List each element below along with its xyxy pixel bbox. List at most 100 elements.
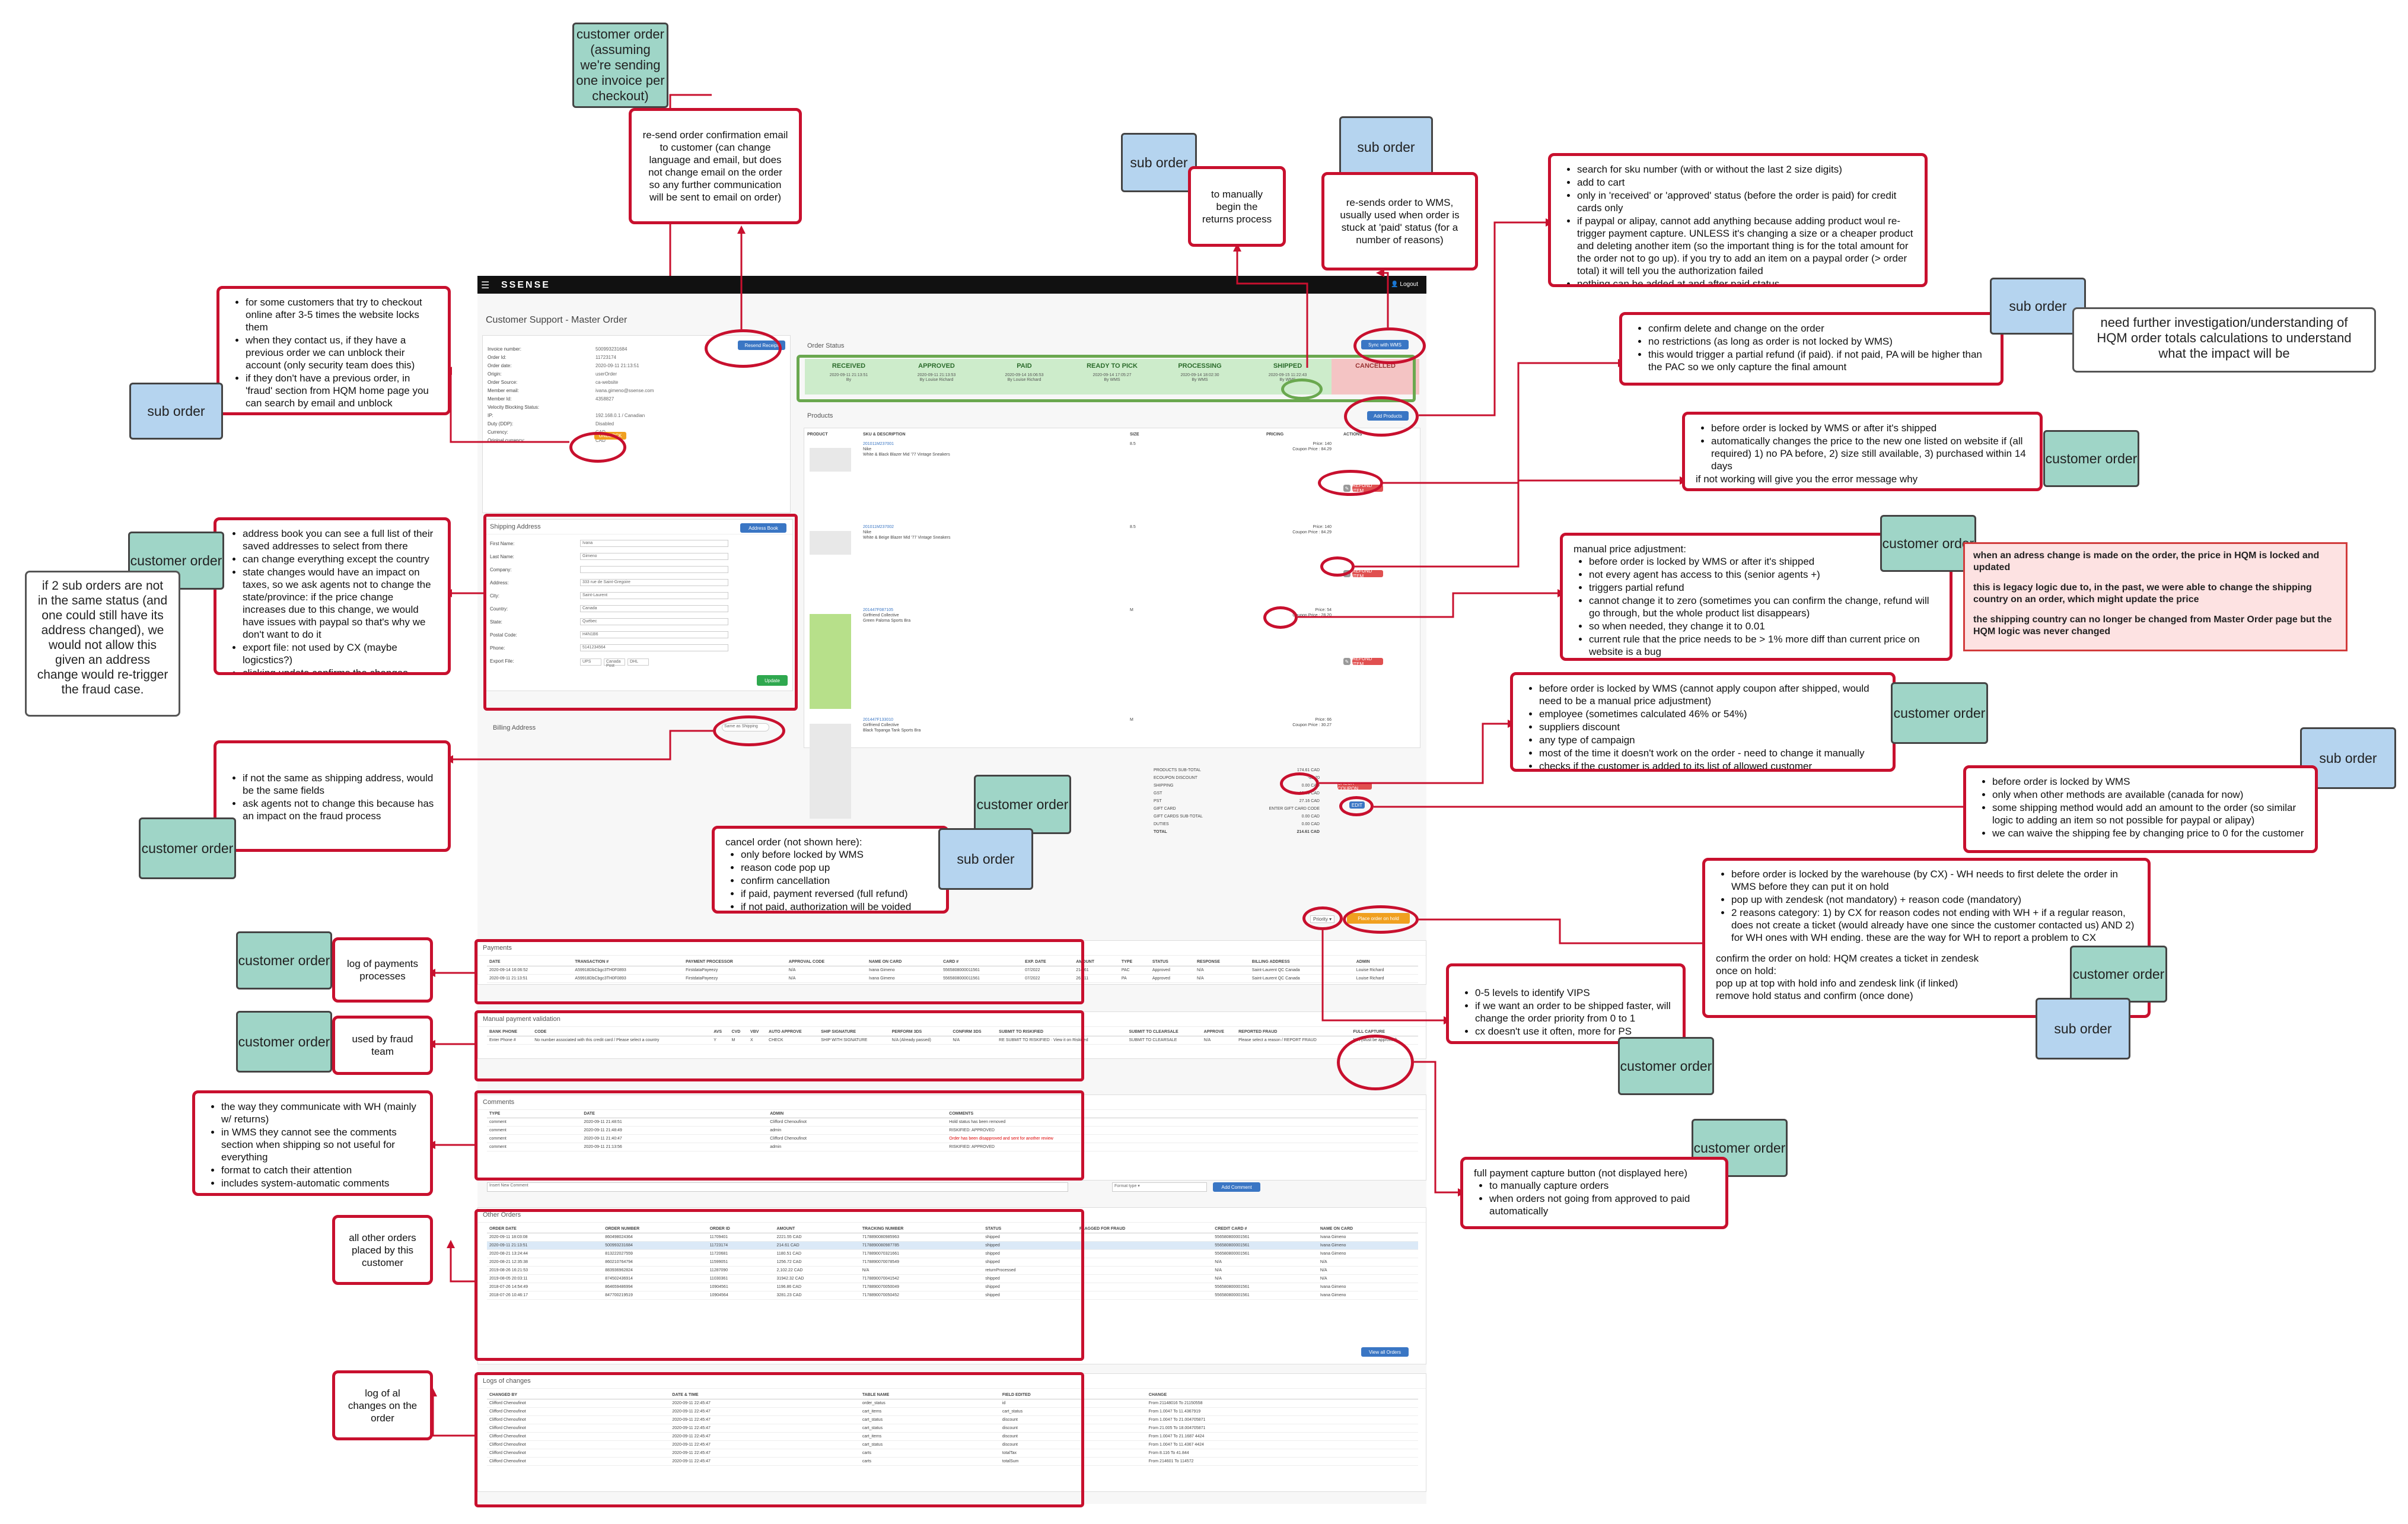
address-input[interactable]: H4N1B6 xyxy=(580,631,728,638)
logout-link[interactable]: 👤 Logout xyxy=(1391,281,1418,288)
product-column-header: SKU & DESCRIPTION xyxy=(863,432,906,437)
address-book-button[interactable]: Address Book xyxy=(740,523,786,533)
table-header: DATE xyxy=(487,958,573,966)
table-cell: carts xyxy=(859,1457,1000,1466)
address-input[interactable] xyxy=(580,566,728,573)
product-price: Price: 140 xyxy=(1313,442,1332,446)
billing-address-title: Billing Address xyxy=(493,724,536,731)
table-cell: totalTax xyxy=(999,1449,1146,1458)
table-header: SHIP SIGNATURE xyxy=(818,1028,890,1036)
table-cell: Y xyxy=(711,1036,730,1045)
table-cell: From 1.0047 To 21.1687 4424 xyxy=(1146,1432,1418,1441)
order-info-value: 2020-09-11 21:13:51 xyxy=(595,363,639,368)
tag-customer-order-coupon: customer order xyxy=(1891,682,1988,744)
order-info-label: Member email: xyxy=(488,388,519,393)
product-sku-link[interactable]: 201011M237002 xyxy=(863,525,894,529)
price-update-note-item: before order is locked by WMS or after i… xyxy=(1711,422,2029,434)
table-header: ORDER DATE xyxy=(487,1225,603,1233)
page-title: Customer Support - Master Order xyxy=(486,315,628,325)
highlight-priority xyxy=(1302,906,1343,930)
note-cancel: cancel order (not shown here):only befor… xyxy=(712,826,949,914)
coupon-note-item: employee (sometimes calculated 46% or 54… xyxy=(1539,708,1882,720)
product-coupon-price: Coupon Price : 84.29 xyxy=(1292,530,1332,534)
table-cell: cart_status xyxy=(859,1415,1000,1424)
total-value: ENTER GIFT CARD CODE xyxy=(1269,807,1320,811)
product-column-header: ACTIONS xyxy=(1343,432,1362,437)
product-coupon-price: Coupon Price : 84.29 xyxy=(1292,447,1332,451)
address-input[interactable]: Saint-Laurent xyxy=(580,592,728,599)
refund-item-button[interactable]: REFUND ITEM xyxy=(1352,568,1383,579)
product-image xyxy=(810,531,851,555)
table-cell: 10904561 xyxy=(707,1283,775,1291)
address-input[interactable]: Gimeno xyxy=(580,553,728,560)
table-cell: 7178890070078549 xyxy=(859,1258,983,1267)
status-date: 2020-09-11 21:13:53 xyxy=(917,373,956,377)
table-cell: 2018-07-26 10:46:17 xyxy=(487,1291,603,1300)
table-cell: RE SUBMIT TO RISKIFIED · View it on Risk… xyxy=(996,1036,1127,1045)
address-input[interactable]: Québec xyxy=(580,618,728,625)
refund-item-button[interactable]: REFUND ITEM xyxy=(1352,656,1383,667)
table-cell: X xyxy=(748,1036,767,1045)
order-info-label: Order date: xyxy=(488,363,512,368)
product-description: Green Paloma Sports Bra xyxy=(863,619,911,623)
table-cell: RISKIFIED: APPROVED xyxy=(947,1126,1418,1135)
hold-tail-line: pop up at top with hold info and zendesk… xyxy=(1716,978,1958,989)
table-header: TRACKING NUMBER xyxy=(859,1225,983,1233)
table-cell: discount xyxy=(999,1424,1146,1433)
export-button[interactable]: UPS xyxy=(580,658,601,666)
order-info-label: Order Source: xyxy=(488,380,518,385)
table-cell: cart_items xyxy=(859,1432,1000,1441)
table-cell: 1256.72 CAD xyxy=(774,1258,860,1267)
table-cell: Order has been disapproved and sent for … xyxy=(947,1134,1418,1143)
table-cell: 2018-07-26 14:54:49 xyxy=(487,1283,603,1291)
table-cell: N/A xyxy=(1212,1266,1318,1275)
highlight-billing xyxy=(713,715,785,746)
top-bar: ☰ SSENSE 👤 Logout xyxy=(477,276,1426,294)
view-all-orders-button[interactable]: View all Orders xyxy=(1361,1347,1409,1357)
table-header: DATE xyxy=(581,1110,768,1118)
export-button[interactable]: DHL xyxy=(628,658,649,666)
delete-item-icon[interactable]: ✎ xyxy=(1343,658,1350,665)
velocity-note-item: if they don't have a previous order, in … xyxy=(246,372,437,409)
status-label: READY TO PICK xyxy=(1087,362,1138,370)
new-comment-input[interactable]: Insert New Comment xyxy=(487,1182,1068,1192)
table-cell: Ivana Gimeno xyxy=(867,974,941,983)
format-type-select[interactable]: Format type ▾ xyxy=(1112,1182,1207,1192)
address-input[interactable]: 333 rue de Saint-Gregoire xyxy=(580,579,728,586)
highlight-status-bar xyxy=(797,355,1416,402)
table-cell: From 1.0047 To 11.4367 4424 xyxy=(1146,1440,1418,1449)
check-coupon-button[interactable]: CHECK COUPON xyxy=(1337,781,1372,791)
order-info-value: 500993231684 xyxy=(595,346,628,352)
total-label: SHIPPING xyxy=(1154,784,1174,788)
note-comments: the way they communicate with WH (mainly… xyxy=(192,1090,433,1196)
table-cell: PAC xyxy=(1119,966,1150,975)
hamburger-menu-icon[interactable]: ☰ xyxy=(481,281,490,291)
table-cell: 10904564 xyxy=(707,1291,775,1300)
product-sku-link[interactable]: 201011M237001 xyxy=(863,442,894,446)
product-sku-link[interactable]: 201447F133010 xyxy=(863,718,893,722)
product-sku-link[interactable]: 201447F087105 xyxy=(863,608,893,612)
table-cell: shipped xyxy=(983,1249,1077,1258)
table-cell: N/A xyxy=(1317,1258,1418,1267)
table-cell: N/A xyxy=(950,1036,997,1045)
add-comment-button[interactable]: Add Comment xyxy=(1213,1182,1260,1192)
address-input[interactable]: Ivana xyxy=(580,540,728,547)
address-input[interactable]: Canada xyxy=(580,605,728,612)
update-address-button[interactable]: Update xyxy=(757,675,788,686)
product-price: Price: 140 xyxy=(1313,525,1332,529)
note-priority: 0-5 levels to identify VIPSif we want an… xyxy=(1446,963,1686,1044)
table-header: PAYMENT PROCESSOR xyxy=(683,958,786,966)
table-cell: 500993231684 xyxy=(603,1241,708,1250)
table-cell: 5565808000011561 xyxy=(941,966,1023,975)
address-input[interactable]: 5141234564 xyxy=(580,644,728,651)
note-legacy-pink: when an adress change is made on the ord… xyxy=(1963,542,2348,651)
tag-customer-order-price: customer order xyxy=(2043,430,2139,487)
export-button[interactable]: Canada Post xyxy=(604,658,625,668)
table-cell: Clifford Chenoufinot xyxy=(487,1424,670,1433)
